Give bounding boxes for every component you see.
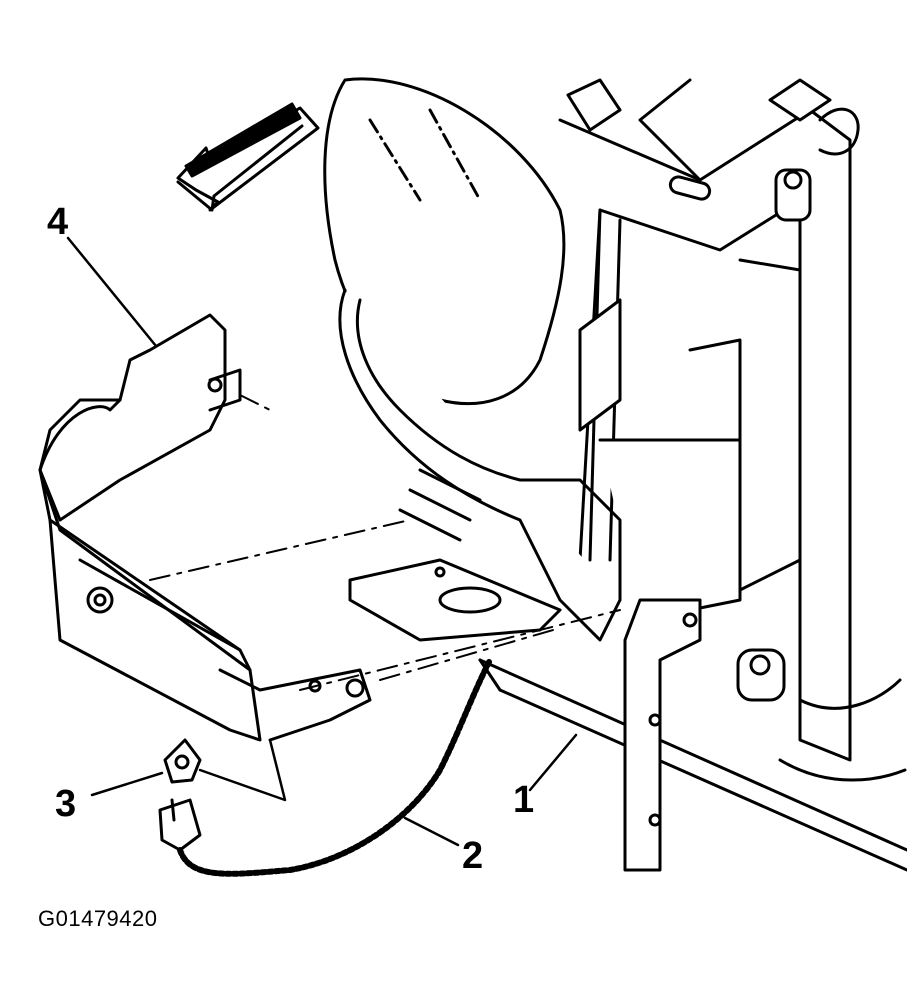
front-impact-bar (38, 313, 372, 742)
callout-1: 1 (513, 779, 534, 821)
alignment-lines (149, 394, 621, 691)
leader-lines (66, 236, 578, 847)
callout-2: 2 (462, 835, 483, 877)
wiring-harness (177, 657, 493, 877)
frame-rail (478, 598, 907, 872)
radiator-support (558, 78, 907, 782)
callout-4: 4 (47, 201, 68, 243)
direction-arrow-icon (176, 102, 320, 212)
figure-id: G01479420 (38, 906, 158, 931)
headlamp-housing (323, 77, 566, 406)
callout-3: 3 (55, 783, 76, 825)
inner-bracket (338, 288, 622, 642)
impact-sensor (158, 738, 202, 852)
